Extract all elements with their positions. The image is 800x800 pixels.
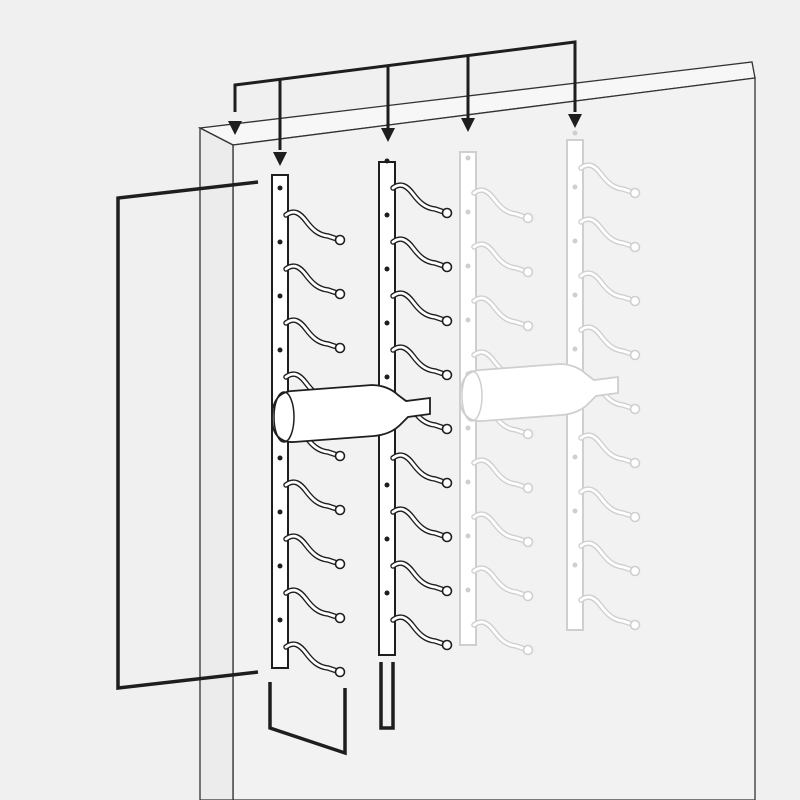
arrow-connector — [233, 40, 577, 112]
mount-hole — [277, 185, 283, 191]
mount-hole — [277, 509, 283, 515]
mount-hole — [465, 317, 471, 323]
left-bracket — [116, 180, 259, 690]
mount-hole — [572, 454, 578, 460]
mount-hole — [572, 346, 578, 352]
down-arrow-icon — [568, 114, 582, 128]
down-arrow-icon — [381, 128, 395, 142]
bottom-bracket-1 — [268, 682, 347, 756]
mount-hole — [384, 320, 390, 326]
ghost-racks — [459, 130, 641, 656]
mount-hole — [384, 374, 390, 380]
mount-hole — [384, 536, 390, 542]
mount-hole — [384, 158, 390, 164]
guide-lines — [116, 40, 577, 756]
mount-hole — [572, 292, 578, 298]
down-arrow-icon — [461, 118, 475, 132]
mount-hole — [384, 212, 390, 218]
mount-hole — [277, 239, 283, 245]
mount-hole — [465, 425, 471, 431]
mount-hole — [277, 563, 283, 569]
wine-bottle-icon — [271, 384, 431, 443]
mount-hole — [465, 587, 471, 593]
down-arrow-icon — [228, 121, 242, 135]
wine-bottle-icon — [459, 363, 619, 422]
mount-hole — [572, 238, 578, 244]
down-arrow-icon — [273, 152, 287, 166]
mount-hole — [572, 184, 578, 190]
mount-hole — [572, 130, 578, 136]
mount-hole — [465, 263, 471, 269]
mount-hole — [277, 347, 283, 353]
mount-hole — [465, 155, 471, 161]
installed-racks — [271, 158, 453, 678]
mount-hole — [384, 590, 390, 596]
mount-hole — [465, 533, 471, 539]
mount-hole — [277, 617, 283, 623]
mount-hole — [277, 455, 283, 461]
mount-hole — [465, 479, 471, 485]
mount-hole — [277, 293, 283, 299]
mount-hole — [384, 482, 390, 488]
mount-hole — [384, 266, 390, 272]
mount-hole — [572, 508, 578, 514]
mount-hole — [465, 209, 471, 215]
bottom-bracket-2 — [379, 662, 395, 730]
mount-hole — [572, 562, 578, 568]
